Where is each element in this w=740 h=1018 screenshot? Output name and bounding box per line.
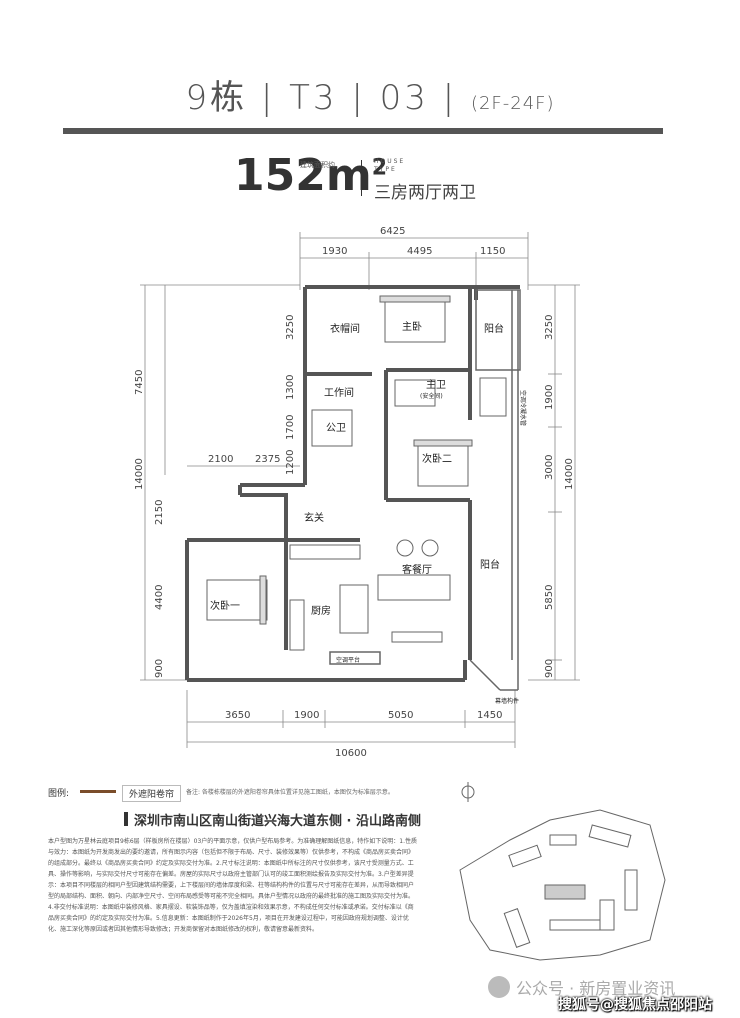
layout-name: 三房两厅两卫 <box>374 183 476 203</box>
dim-left-inner-4: 1200 <box>285 450 296 475</box>
room-bedroom1: 次卧一 <box>210 599 240 612</box>
dim-right-inner-4: 5850 <box>544 585 555 610</box>
dim-left-inner-3: 1700 <box>285 415 296 440</box>
label-ac-pipe: 空调冷凝水管 <box>519 390 527 426</box>
dim-left-inner-5: 2150 <box>154 500 165 525</box>
dim-left-outer-2: 14000 <box>134 458 145 490</box>
area-unit-sup: 2 <box>371 155 388 181</box>
legend-item: 外遮阳卷帘 <box>122 785 182 802</box>
dim-left-mid-2: 2375 <box>255 454 280 465</box>
dim-right-inner-1: 3250 <box>544 315 555 340</box>
dim-right-inner-5: 900 <box>544 659 555 678</box>
room-kitchen: 厨房 <box>311 604 331 617</box>
room-living-dining: 客餐厅 <box>402 563 432 576</box>
label-curtain-wall: 幕墙构件 <box>495 697 519 705</box>
location-marker-bar <box>124 812 128 826</box>
room-walk-in-closet: 衣帽间 <box>330 322 360 335</box>
unit-title: 9栋 | T3 | 03 | (2F-24F) <box>0 70 740 119</box>
dim-bottom-seg-2: 1900 <box>294 710 319 721</box>
area-number: 152m <box>234 150 372 201</box>
floor-range: (2F-24F) <box>470 93 555 114</box>
room-master-bath: 主卫 <box>426 379 446 391</box>
area-value: 152m2 <box>234 150 387 201</box>
legend-swatch <box>80 790 116 793</box>
dim-left-inner-6: 4400 <box>154 585 165 610</box>
room-public-bath: 公卫 <box>326 423 346 434</box>
room-master-bedroom: 主卧 <box>402 320 422 333</box>
area-label: 建筑面积约 <box>300 161 335 169</box>
dim-bottom-seg-1: 3650 <box>225 710 250 721</box>
dim-left-inner-2: 1300 <box>285 375 296 400</box>
room-ac-platform: 空调平台 <box>336 656 360 664</box>
room-balcony-right: 阳台 <box>480 558 500 571</box>
dim-top-seg-3: 1150 <box>480 246 505 257</box>
room-study: 工作间 <box>324 386 354 399</box>
legend-label: 图例: <box>48 789 70 799</box>
room-balcony-top: 阳台 <box>484 322 504 335</box>
watermark-line1: 公众号 · 新房置业资讯 <box>516 979 676 998</box>
location-text: 深圳市南山区南山街道兴海大道东侧 · 沿山路南侧 <box>134 814 421 829</box>
unit-title-main: 9栋 | T3 | 03 | <box>185 78 458 118</box>
dim-left-inner-1: 3250 <box>285 315 296 340</box>
legend-note: 备注: 各楼栋楼层的外遮阳卷帘具体位置详见施工图纸，本图仅为标准层示意。 <box>186 789 394 796</box>
watermark-line2: 搜狐号@搜狐焦点邵阳站 <box>558 997 712 1013</box>
floor-plan: 6425 1930 4495 1150 2100 2375 3650 1900 … <box>134 226 580 759</box>
dim-bottom-seg-4: 1450 <box>477 710 502 721</box>
dim-right-inner-2: 1900 <box>544 385 555 410</box>
dim-right-inner-3: 3000 <box>544 455 555 480</box>
dim-left-outer-1: 7450 <box>134 370 145 395</box>
site-plan <box>459 782 666 961</box>
dim-bottom-total: 10600 <box>335 748 367 759</box>
room-entrance: 玄关 <box>304 511 324 524</box>
house-type-label: HOUSE TYPE <box>374 158 406 173</box>
room-master-bath-note: (安全间) <box>420 392 443 400</box>
dim-bottom-seg-3: 5050 <box>388 710 413 721</box>
dim-top-seg-1: 1930 <box>322 246 347 257</box>
disclaimer-text: 本户型图为万星林云庭项目9栋6层（样板房所在楼层）03户的平面示意，仅供户型布局… <box>48 838 417 933</box>
room-bedroom2: 次卧二 <box>422 452 452 465</box>
wechat-logo-icon <box>488 976 510 998</box>
dim-right-outer: 14000 <box>564 458 575 490</box>
header-divider-bar <box>63 128 663 134</box>
header-vertical-divider <box>361 160 362 196</box>
dim-top-total: 6425 <box>380 226 405 237</box>
dim-top-seg-2: 4495 <box>407 246 432 257</box>
dim-left-inner-7: 900 <box>154 659 165 678</box>
dim-left-mid-1: 2100 <box>208 454 233 465</box>
